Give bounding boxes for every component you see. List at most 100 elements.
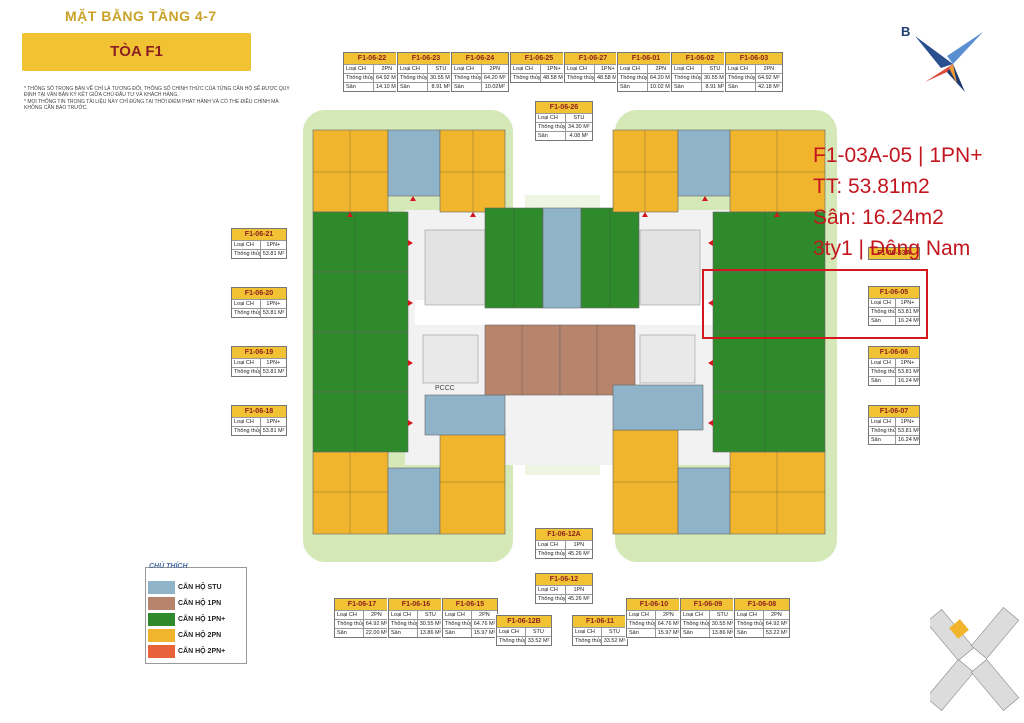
unit-id: F1-06-24	[452, 53, 508, 64]
area-label: Thông thủy	[346, 74, 374, 82]
yard-label: Sân	[869, 436, 896, 444]
unit-area: 64.92 M²	[765, 621, 788, 627]
type-label: Loại CH	[726, 65, 756, 73]
unit-area: 33.52 M²	[527, 638, 550, 644]
unit-F1-06-22	[312, 129, 389, 213]
legend-item: CĂN HỘ 1PN	[148, 596, 221, 610]
unit-id: F1-06-10	[627, 599, 681, 610]
unit-F1-06-09	[677, 467, 731, 535]
unit-yard: 10.02M²	[484, 84, 505, 90]
unit-yard: 22.00 M²	[365, 630, 388, 636]
unit-area: 53.81 M²	[898, 309, 919, 315]
unit-id: F1-06-03	[726, 53, 782, 64]
unit-id: F1-06-21	[232, 229, 286, 240]
unit-area: 64.92 M²	[365, 621, 388, 627]
unit-area: 53.81 M²	[262, 251, 285, 257]
unit-type: 1PN+	[546, 66, 561, 72]
unit-type: 1PN+	[266, 360, 281, 366]
area-label: Thông thủy	[234, 309, 261, 317]
unit-F1-06-02	[677, 129, 731, 197]
unit-type: 1PN+	[900, 360, 915, 366]
type-label: Loại CH	[573, 628, 602, 636]
key-plan-icon	[930, 606, 1020, 712]
unit-F1-06-06	[712, 331, 826, 393]
unit-F1-06-12B	[424, 394, 506, 436]
unit-yard: 10.02 M²	[649, 84, 672, 90]
unit-id: F1-06-08	[735, 599, 789, 610]
unit-id: F1-06-26	[536, 102, 592, 113]
yard-label: Sân	[627, 629, 656, 637]
unit-area: 53.81 M²	[262, 369, 285, 375]
pccc-label: PCCC	[435, 385, 455, 392]
type-label: Loại CH	[232, 418, 261, 426]
unit-type: 1PN+	[266, 301, 281, 307]
callout-line: F1-03A-05 | 1PN+	[813, 144, 983, 167]
yard-label: Sân	[452, 83, 482, 91]
unit-F1-06-26	[542, 207, 582, 309]
callout-line: TT: 53.81m2	[813, 175, 930, 198]
unit-id: F1-06-06	[869, 347, 919, 358]
type-label: Loại CH	[335, 611, 364, 619]
type-label: Loại CH	[681, 611, 710, 619]
unit-yard: 15.97 M²	[473, 630, 496, 636]
yard-label: Sân	[735, 629, 764, 637]
unit-id: F1-06-19	[232, 347, 286, 358]
yard-label: Sân	[869, 317, 896, 325]
unit-F1-06-23	[387, 129, 441, 197]
unit-id: F1-06-16	[389, 599, 443, 610]
unit-type: 2PN	[479, 612, 490, 618]
yard-label: Sân	[389, 629, 418, 637]
area-label: Thông thủy	[538, 595, 566, 603]
pccc-room	[422, 334, 479, 384]
legend-swatch	[148, 612, 175, 626]
unit-yard: 16.24 M²	[898, 378, 919, 384]
unit-id: F1-06-22	[344, 53, 400, 64]
unit-F1-06-17	[312, 451, 389, 535]
legend-label: CĂN HỘ 2PN	[178, 631, 222, 639]
unit-id: F1-06-03A	[869, 248, 919, 259]
elevator-room	[639, 334, 696, 384]
type-label: Loại CH	[869, 359, 896, 367]
unit-area: 33.52 M²	[603, 638, 626, 644]
unit-yard: 53.22 M²	[765, 630, 788, 636]
unit-id: F1-06-02	[672, 53, 728, 64]
unit-F1-06-07	[712, 391, 826, 453]
area-label: Thông thủy	[871, 427, 896, 435]
unit-area: 64.92 M²	[757, 75, 780, 81]
unit-id: F1-06-18	[232, 406, 286, 417]
unit-type: STU	[709, 66, 721, 72]
unit-id: F1-06-12	[536, 574, 592, 585]
unit-type: STU	[435, 66, 447, 72]
room-dividers	[313, 130, 825, 534]
unit-F1-06-03	[729, 129, 826, 213]
type-label: Loại CH	[672, 65, 702, 73]
unit-type: 2PN	[771, 612, 782, 618]
unit-label-03a: F1-06-03A	[868, 247, 920, 260]
unit-id: F1-06-23	[398, 53, 454, 64]
unit-yard: 16.24 M²	[898, 437, 919, 443]
type-label: Loại CH	[869, 299, 896, 307]
area-label: Thông thủy	[391, 620, 418, 628]
unit-id: F1-06-20	[232, 288, 286, 299]
type-label: Loại CH	[627, 611, 656, 619]
unit-area: 64.76 M²	[657, 621, 680, 627]
floor-title: MẶT BẰNG TẦNG 4-7	[65, 8, 217, 24]
unit-yard: 4.08 M²	[569, 133, 589, 139]
unit-type: STU	[608, 629, 620, 635]
note-line: ĐỊNH TẠI VĂN BẢN KÝ KẾT GIỮA CHỦ ĐẦU TƯ …	[24, 92, 179, 99]
unit-type: 1PN	[573, 542, 585, 548]
unit-F1-06-12	[559, 324, 636, 396]
type-label: Loại CH	[565, 65, 595, 73]
unit-type: 2PN	[663, 612, 674, 618]
